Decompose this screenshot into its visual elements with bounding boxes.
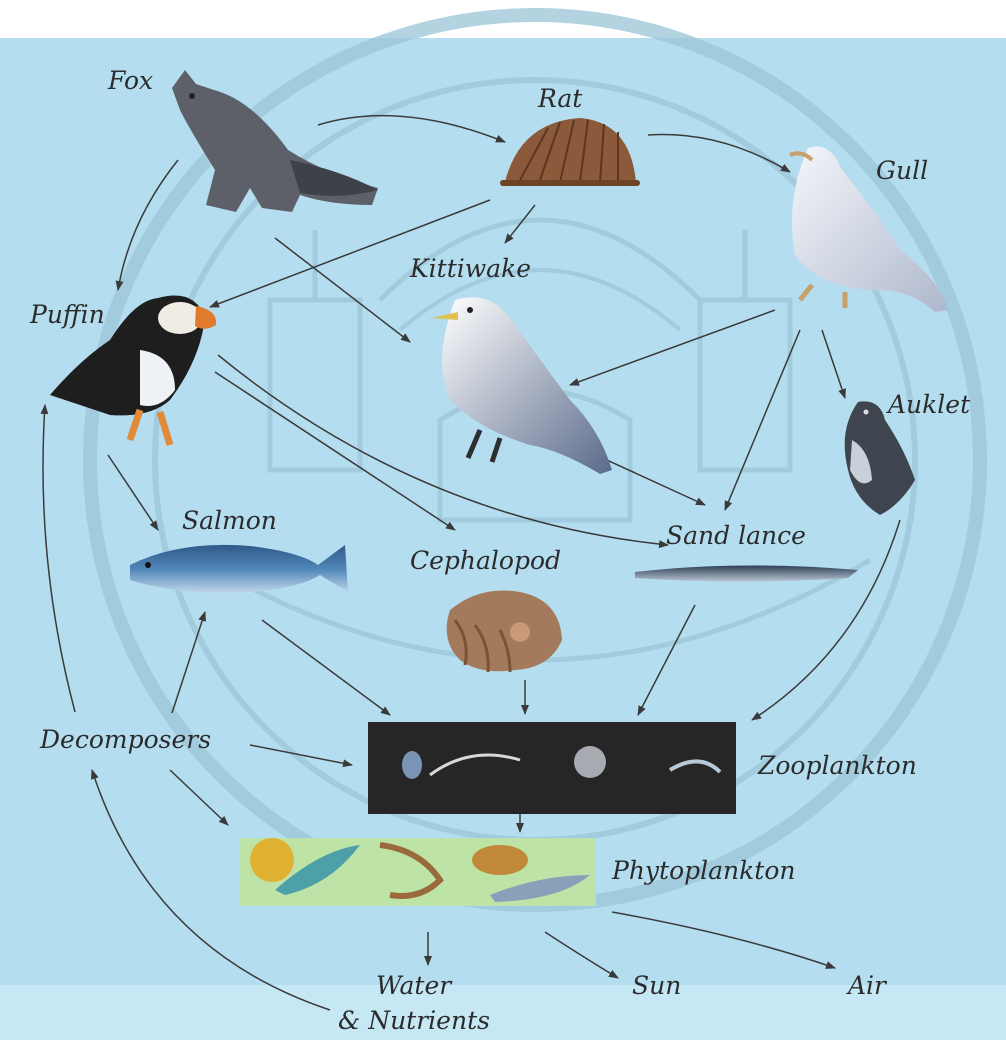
label-puffin: Puffin (30, 302, 105, 327)
label-salmon: Salmon (182, 508, 277, 533)
label-rat: Rat (538, 86, 582, 111)
label-decomposers: Decomposers (40, 727, 211, 752)
label-air: Air (848, 973, 886, 998)
phytoplankton-band (240, 838, 596, 906)
label-zooplankton: Zooplankton (758, 753, 917, 778)
label-phytoplankton: Phytoplankton (612, 858, 796, 883)
label-sun: Sun (632, 973, 681, 998)
label-gull: Gull (876, 158, 928, 183)
zooplankton-band (368, 722, 736, 814)
label-water: Water (376, 973, 451, 998)
label-nutrients: & Nutrients (338, 1008, 490, 1033)
label-auklet: Auklet (888, 392, 970, 417)
cephalopod-image (447, 590, 562, 672)
label-sand-lance: Sand lance (666, 523, 806, 548)
label-kittiwake: Kittiwake (410, 256, 531, 281)
label-cephalopod: Cephalopod (410, 548, 561, 573)
label-fox: Fox (108, 68, 153, 93)
